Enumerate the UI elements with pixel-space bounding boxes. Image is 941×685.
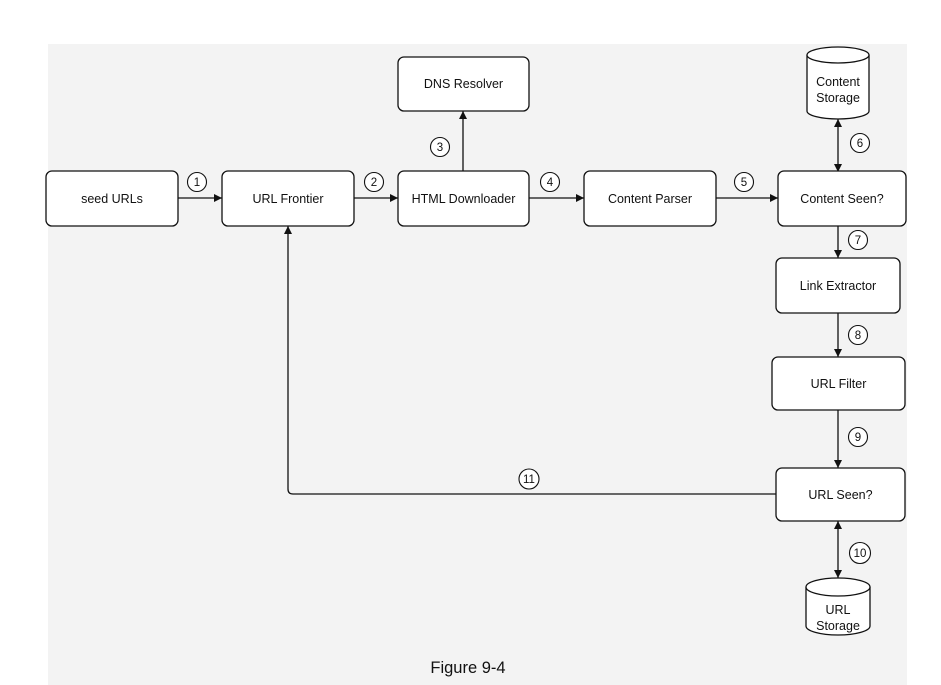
svg-text:1: 1 [194,177,200,189]
svg-text:8: 8 [855,330,861,342]
step-10: 10 [848,541,872,565]
content-storage-label-line2: Storage [816,91,860,105]
step-4: 4 [539,171,561,193]
diagram-canvas [48,44,907,685]
svg-text:3: 3 [437,142,443,154]
step-11: 11 [518,468,540,490]
node-content-seen: Content Seen? [777,170,907,227]
node-url-frontier: URL Frontier [221,170,355,227]
url-seen-label: URL Seen? [808,488,872,502]
dns-resolver-label: DNS Resolver [424,77,503,91]
node-url-filter: URL Filter [771,356,906,411]
node-dns-resolver: DNS Resolver [397,56,530,112]
edges [178,111,842,578]
step-6: 6 [849,132,871,154]
svg-text:7: 7 [855,235,861,247]
html-downloader-label: HTML Downloader [412,192,516,206]
svg-text:4: 4 [547,177,554,189]
content-parser-label: Content Parser [608,192,692,206]
link-extractor-label: Link Extractor [800,279,876,293]
svg-text:11: 11 [523,474,535,486]
svg-text:6: 6 [857,138,863,150]
url-storage-label-line1: URL [825,603,850,617]
node-seed-urls: seed URLs [45,170,179,227]
step-7: 7 [847,229,869,251]
node-html-downloader: HTML Downloader [397,170,530,227]
svg-text:5: 5 [741,177,747,189]
step-9: 9 [847,426,869,448]
step-3: 3 [429,136,451,158]
node-url-storage: URL Storage [805,577,871,636]
content-storage-label-line1: Content [816,75,860,89]
step-8: 8 [847,324,869,346]
url-storage-label-line2: Storage [816,619,860,633]
svg-text:2: 2 [371,177,377,189]
seed-urls-label: seed URLs [81,192,143,206]
step-1: 1 [186,171,208,193]
step-5: 5 [733,171,755,193]
svg-text:10: 10 [854,548,867,560]
node-url-seen: URL Seen? [775,467,906,522]
node-content-parser: Content Parser [583,170,717,227]
node-content-storage: Content Storage [806,46,870,120]
url-filter-label: URL Filter [811,377,867,391]
content-seen-label: Content Seen? [800,192,883,206]
step-2: 2 [363,171,385,193]
figure-caption: Figure 9-4 [430,659,505,677]
url-frontier-label: URL Frontier [252,192,323,206]
svg-text:9: 9 [855,432,861,444]
node-link-extractor: Link Extractor [775,257,901,314]
edge-url-seen-to-frontier [284,226,776,495]
